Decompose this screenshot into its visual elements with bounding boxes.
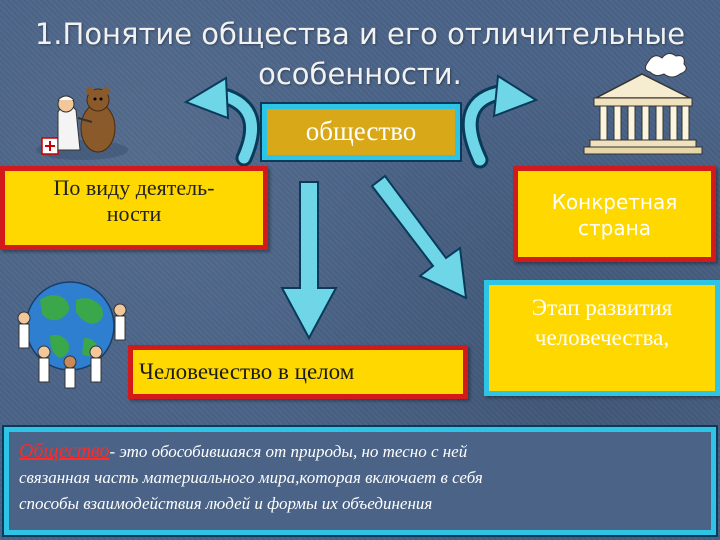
activity-line-2: ности <box>106 201 162 226</box>
title-line-2: особенности. <box>258 57 462 91</box>
curved-arrow-right <box>461 74 539 169</box>
definition-text-1: - это обособившаяся от природы, но тесно… <box>109 442 468 461</box>
globe-children-icon <box>17 281 127 389</box>
definition-line-3: способы взаимодействия людей и формы их … <box>19 494 433 513</box>
arrow-diagonal <box>370 174 468 300</box>
definition-line-2: связанная часть материального мира,котор… <box>19 468 483 487</box>
box-by-activity: По виду деятель- ности <box>0 166 268 250</box>
slide-title: 1.Понятие общества и его отличительные о… <box>20 14 700 94</box>
box-development-stage: Этап развития человечества, <box>484 280 720 396</box>
country-line-2: страна <box>578 216 651 240</box>
title-line-1: 1.Понятие общества и его отличительные <box>34 17 686 51</box>
box-humanity-as-whole: Человечество в целом <box>128 345 468 399</box>
temple-icon <box>583 52 703 155</box>
humanity-label: Человечество в целом <box>139 359 355 384</box>
definition-term: Общество <box>19 440 110 462</box>
center-label: общество <box>305 116 417 146</box>
box-specific-country: Конкретная страна <box>513 166 716 262</box>
activity-line-1: По виду деятель- <box>53 175 215 200</box>
stage-line-2: человечества, <box>534 325 670 350</box>
arrow-down <box>280 181 338 341</box>
stage-line-1: Этап развития <box>531 295 673 320</box>
doctor-and-bear-icon <box>36 87 128 160</box>
definition-line-1: Общество- это обособившаяся от природы, … <box>19 438 701 465</box>
curved-arrow-left <box>183 76 261 167</box>
definition-box: Общество- это обособившаяся от природы, … <box>2 425 718 537</box>
country-line-1: Конкретная <box>551 190 678 214</box>
center-box-society: общество <box>260 102 462 162</box>
